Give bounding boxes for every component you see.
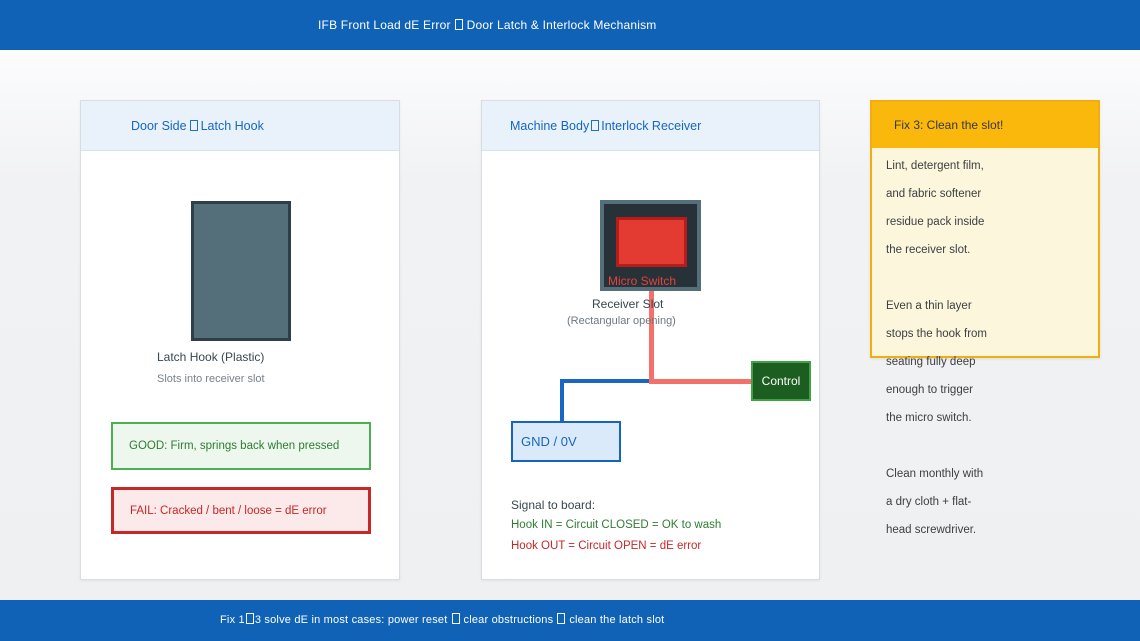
panel-receiver-header: Machine Body Interlock Receiver [482,101,819,151]
missing-glyph-icon [454,19,463,30]
panel-receiver-header-pre: Machine Body [510,119,590,133]
gnd-wire-horizontal [560,379,651,383]
fix-note-line: the micro switch. [886,412,972,424]
missing-glyph-icon [451,613,460,624]
fix-note-line: Even a thin layer [886,300,972,312]
panel-door-header: Door Side Latch Hook [81,101,399,151]
summary-text: Fix 1 3 solve dE in most cases: power res… [220,600,664,641]
page-title-post: Door Latch & Interlock Mechanism [466,18,657,32]
fix-note-line: residue pack inside [886,216,985,228]
missing-glyph-icon [189,120,198,131]
fix-note-line [886,264,1086,292]
summary-seg-3: clear obstructions [463,614,554,626]
panel-receiver-header-post: Interlock Receiver [601,119,702,133]
fix-note-body: Lint, detergent film, and fabric softene… [886,152,1086,544]
control-terminal-box: Control [751,361,811,401]
fail-status-text: FAIL: Cracked / bent / loose = dE error [130,504,327,517]
gnd-terminal-box: GND / 0V [511,421,621,462]
fix-note-line: a dry cloth + flat- [886,496,972,508]
micro-switch-label: Micro Switch [608,274,677,288]
signal-legend-title: Signal to board: [511,498,596,512]
top-title-bar: IFB Front Load dE Error Door Latch & Inte… [0,0,1140,50]
page-title: IFB Front Load dE Error Door Latch & Inte… [318,0,656,50]
good-status-text: GOOD: Firm, springs back when pressed [129,440,340,452]
signal-open-text: Hook OUT = Circuit OPEN = dE error [511,540,702,552]
fix-note-card: Fix 3: Clean the slot! [870,100,1100,358]
page-title-pre: IFB Front Load dE Error [318,18,451,32]
fix-note-line [886,432,1086,460]
fix-note-line: head screwdriver. [886,524,977,536]
fix-note-line: and fabric softener [886,188,982,200]
missing-glyph-icon [591,120,600,131]
control-terminal-label: Control [761,374,801,388]
summary-seg-1: Fix 1 [220,614,245,626]
signal-closed-text: Hook IN = Circuit CLOSED = OK to wash [511,519,722,531]
switch-wire-vertical [649,264,654,383]
panel-interlock-receiver: Machine Body Interlock Receiver Micro Swi… [481,100,820,580]
control-wire-horizontal [649,379,753,384]
panel-door-latch: Door Side Latch Hook Latch Hook (Plastic)… [80,100,400,580]
fix-note-line: stops the hook from [886,328,987,340]
receiver-slot-sublabel: (Rectangular opening) [567,315,676,327]
summary-seg-2: 3 solve dE in most cases: power reset [254,614,448,626]
interlock-receiver-shape [600,200,701,291]
good-status-box: GOOD: Firm, springs back when pressed [111,422,371,470]
gnd-wire-vertical [560,379,564,423]
gnd-terminal-label: GND / 0V [521,434,577,449]
panel-door-header-pre: Door Side [131,119,187,133]
panel-door-header-post: Latch Hook [200,119,264,133]
fix-note-line: enough to trigger [886,384,973,396]
fix-note-header: Fix 3: Clean the slot! [872,102,1098,148]
micro-switch-shape [616,217,687,267]
fix-note-line: Clean monthly with [886,468,984,480]
missing-glyph-icon [245,613,254,624]
summary-seg-4: clean the latch slot [569,614,665,626]
fix-note-line: seating fully deep [886,356,976,368]
fix-note-line: Lint, detergent film, [886,160,984,172]
latch-hook-label: Latch Hook (Plastic) [157,350,265,364]
receiver-slot-label: Receiver Slot [592,297,664,311]
bottom-summary-bar: Fix 1 3 solve dE in most cases: power res… [0,600,1140,641]
latch-hook-shape [191,201,291,341]
fail-status-box: FAIL: Cracked / bent / loose = dE error [111,487,371,534]
latch-hook-sublabel: Slots into receiver slot [157,373,265,385]
fix-note-line: the receiver slot. [886,244,971,256]
missing-glyph-icon [557,613,566,624]
